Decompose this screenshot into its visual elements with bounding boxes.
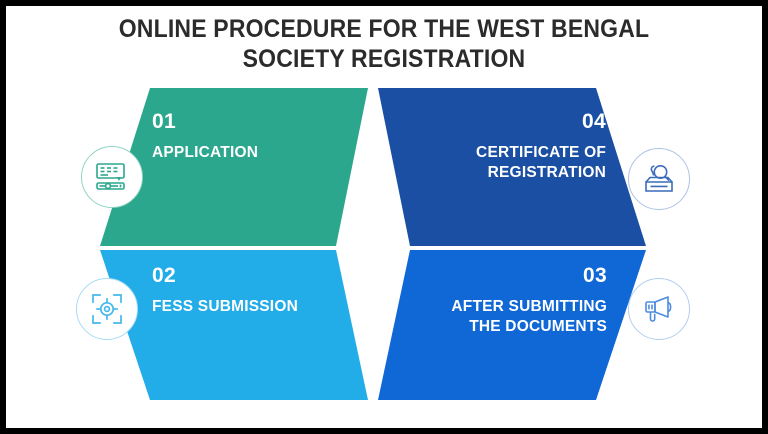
step-2-number: 02 <box>152 264 176 287</box>
step-1-number: 01 <box>152 110 176 133</box>
panel-step-4-shape[interactable] <box>378 88 646 246</box>
step-2-icon-badge[interactable] <box>76 278 138 340</box>
step-3-label: AFTER SUBMITTING THE DOCUMENTS <box>402 297 607 337</box>
target-scan-icon <box>92 294 122 324</box>
page-title: ONLINE PROCEDURE FOR THE WEST BENGAL SOC… <box>6 14 762 74</box>
page-title-line-2: SOCIETY REGISTRATION <box>242 45 526 73</box>
stamp-search-tray-icon <box>645 165 673 192</box>
panel-step-1-shape[interactable] <box>100 88 368 246</box>
step-3-number: 03 <box>583 264 607 287</box>
panel-step-3-text: 03 AFTER SUBMITTING THE DOCUMENTS <box>402 264 607 337</box>
step-4-label-line-1: CERTIFICATE OF <box>476 144 606 161</box>
step-4-label-line-2: REGISTRATION <box>487 164 606 181</box>
step-4-label: CERTIFICATE OF REGISTRATION <box>406 143 606 183</box>
panel-step-4-text: 04 CERTIFICATE OF REGISTRATION <box>406 110 606 183</box>
step-4-number: 04 <box>582 110 606 133</box>
panel-step-1-text: 01 APPLICATION <box>152 110 342 163</box>
infographic-canvas: ONLINE PROCEDURE FOR THE WEST BENGAL SOC… <box>6 6 762 428</box>
step-3-label-line-1: AFTER SUBMITTING <box>451 298 607 315</box>
bowtie-diagram <box>100 88 646 400</box>
step-3-label-line-2: THE DOCUMENTS <box>469 318 607 335</box>
panel-step-2-shape[interactable] <box>100 250 368 400</box>
panel-step-2-text: 02 FESS SUBMISSION <box>152 264 362 317</box>
megaphone-icon <box>645 296 672 322</box>
step-1-icon-badge[interactable] <box>81 146 143 208</box>
panel-step-3-shape[interactable] <box>378 250 646 400</box>
step-2-label: FESS SUBMISSION <box>152 298 298 315</box>
step-3-icon-badge[interactable] <box>628 278 690 340</box>
page-title-line-1: ONLINE PROCEDURE FOR THE WEST BENGAL <box>118 15 650 43</box>
step-1-label: APPLICATION <box>152 144 259 161</box>
step-4-icon-badge[interactable] <box>628 148 690 210</box>
form-keyboard-icon <box>96 163 125 190</box>
